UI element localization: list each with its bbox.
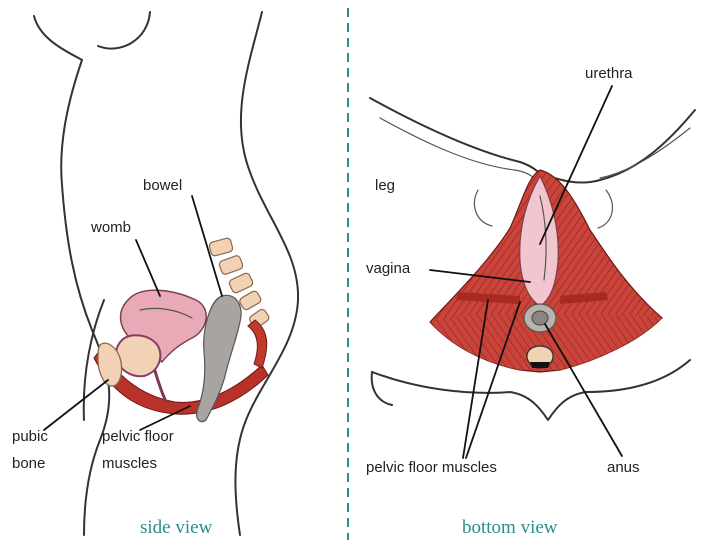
label-pelvic-line1: pelvic floor bbox=[102, 428, 174, 445]
thigh-crease-left bbox=[474, 190, 492, 226]
label-pelvic-floor-muscles: pelvic floor muscles bbox=[366, 459, 497, 476]
label-leg: leg bbox=[375, 177, 395, 194]
leg-inner-right bbox=[600, 128, 690, 178]
label-anus: anus bbox=[607, 459, 640, 476]
thigh-crease-right bbox=[598, 190, 612, 228]
leader-womb bbox=[136, 240, 160, 296]
caption-bottom-view: bottom view bbox=[462, 517, 558, 538]
coccyx bbox=[248, 320, 267, 368]
label-womb: womb bbox=[90, 219, 131, 236]
leg-outline-left bbox=[370, 98, 545, 180]
body-outline-arm bbox=[98, 12, 150, 49]
side-view-panel: bowel womb pubic bone pelvic floor muscl… bbox=[12, 12, 298, 538]
label-urethra: urethra bbox=[585, 65, 633, 82]
label-vagina: vagina bbox=[366, 260, 411, 277]
bottom-view-panel: urethra leg vagina pelvic floor muscles … bbox=[366, 65, 695, 538]
bladder-shape bbox=[116, 335, 160, 376]
leader-pubic bbox=[44, 380, 108, 430]
label-pelvic-line2: muscles bbox=[102, 455, 157, 472]
leg-inner-left bbox=[380, 118, 538, 182]
coccyx-shadow bbox=[530, 362, 550, 368]
anus-inner bbox=[532, 311, 548, 325]
label-pubic-line1: pubic bbox=[12, 428, 48, 445]
caption-side-view: side view bbox=[140, 517, 213, 538]
label-pubic-line2: bone bbox=[12, 455, 45, 472]
label-bowel: bowel bbox=[143, 177, 182, 194]
